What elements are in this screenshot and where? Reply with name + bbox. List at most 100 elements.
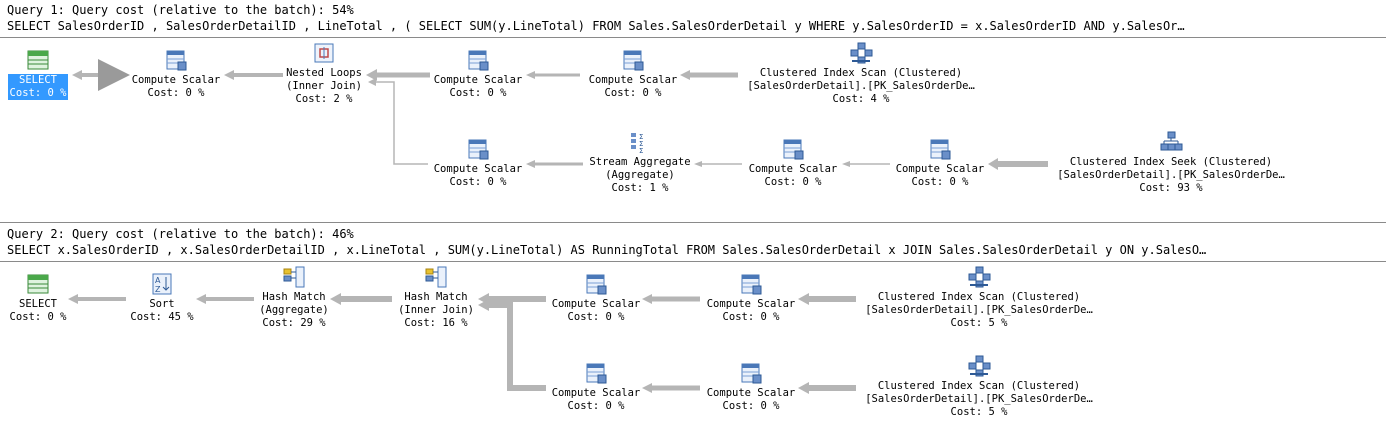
op-title: Sort [149,298,175,310]
op-cost: Cost: 29 % [262,317,326,329]
compute-scalar-icon [468,50,489,71]
op-title: Compute Scalar [588,74,678,86]
compute-scalar-icon [741,274,762,295]
q2-compute-scalar-3[interactable]: Compute Scalar Cost: 0 % [546,361,646,413]
select-icon [27,50,49,70]
op-subtitle: [SalesOrderDetail].[PK_SalesOrderDe… [747,80,975,92]
op-subtitle: (Inner Join) [286,80,362,92]
clustered-index-scan-icon [968,266,991,288]
op-title: SELECT [19,74,57,86]
svg-text:Z: Z [155,285,161,294]
q1-clustered-index-seek[interactable]: Clustered Index Seek (Clustered) [SalesO… [1048,130,1294,195]
compute-scalar-icon [741,363,762,384]
query1-header: Query 1: Query cost (relative to the bat… [7,3,354,17]
op-title: Compute Scalar [433,74,523,86]
q2-hash-match-aggregate[interactable]: Hash Match (Aggregate) Cost: 29 % [254,265,334,330]
compute-scalar-icon [586,363,607,384]
svg-text:Σ: Σ [639,133,643,141]
svg-text:A: A [155,276,161,285]
op-cost: Cost: 16 % [404,317,468,329]
op-title: Compute Scalar [551,387,641,399]
op-cost: Cost: 45 % [130,311,194,323]
q1-nested-loops[interactable]: Nested Loops (Inner Join) Cost: 2 % [276,41,372,106]
op-title: SELECT [19,298,57,310]
op-cost: Cost: 0 % [722,400,780,412]
op-title: Compute Scalar [131,74,221,86]
sort-icon: A Z [152,273,172,295]
op-title: Compute Scalar [551,298,641,310]
op-title: Nested Loops [286,67,362,79]
op-subtitle: (Inner Join) [398,304,474,316]
op-title: Clustered Index Scan (Clustered) [877,380,1081,392]
q1-compute-scalar-4[interactable]: Compute Scalar Cost: 0 % [428,137,528,189]
select-icon [27,274,49,294]
op-cost: Cost: 0 % [449,87,507,99]
op-title: Compute Scalar [706,387,796,399]
clustered-index-scan-icon [968,355,991,377]
op-cost: Cost: 0 % [449,176,507,188]
op-cost: Cost: 4 % [832,93,890,105]
q2-compute-scalar-4[interactable]: Compute Scalar Cost: 0 % [700,361,802,413]
svg-text:Σ: Σ [639,140,643,148]
op-title: Compute Scalar [433,163,523,175]
op-subtitle: [SalesOrderDetail].[PK_SalesOrderDe… [865,393,1093,405]
q1-stream-aggregate[interactable]: Σ Σ Σ Stream Aggregate (Aggregate) Cost:… [583,130,697,195]
q1-compute-scalar-5[interactable]: Compute Scalar Cost: 0 % [742,137,844,189]
op-cost: Cost: 5 % [950,317,1008,329]
op-cost: Cost: 0 % [604,87,662,99]
q2-compute-scalar-2[interactable]: Compute Scalar Cost: 0 % [700,272,802,324]
hash-match-icon [425,266,447,288]
op-cost: Cost: 0 % [567,311,625,323]
clustered-index-scan-icon [850,42,873,64]
clustered-index-seek-icon [1160,131,1183,151]
compute-scalar-icon [166,50,187,71]
op-title: Clustered Index Seek (Clustered) [1069,156,1273,168]
op-cost: Cost: 93 % [1139,182,1203,194]
q2-hash-match-inner-join[interactable]: Hash Match (Inner Join) Cost: 16 % [392,265,480,330]
q1-compute-scalar-2[interactable]: Compute Scalar Cost: 0 % [428,48,528,100]
op-subtitle: [SalesOrderDetail].[PK_SalesOrderDe… [1057,169,1285,181]
query1-separator [0,37,1386,38]
q1-compute-scalar-3[interactable]: Compute Scalar Cost: 0 % [583,48,683,100]
compute-scalar-icon [586,274,607,295]
op-cost: Cost: 5 % [950,406,1008,418]
op-cost: Cost: 0 % [911,176,969,188]
hash-match-icon [283,266,305,288]
op-title: Compute Scalar [706,298,796,310]
op-title: Compute Scalar [895,163,985,175]
q2-select-operator[interactable]: SELECT Cost: 0 % [6,272,70,324]
op-title: Clustered Index Scan (Clustered) [759,67,963,79]
op-cost: Cost: 0 % [9,311,67,323]
nested-loops-icon [314,43,334,63]
stream-aggregate-icon: Σ Σ Σ [631,133,643,154]
op-subtitle: [SalesOrderDetail].[PK_SalesOrderDe… [865,304,1093,316]
q2-clustered-index-scan-2[interactable]: Clustered Index Scan (Clustered) [SalesO… [856,354,1102,419]
op-title: Compute Scalar [748,163,838,175]
query2-top-separator [0,222,1386,223]
op-cost: Cost: 0 % [147,87,205,99]
q1-compute-scalar-1[interactable]: Compute Scalar Cost: 0 % [126,48,226,100]
q1-compute-scalar-6[interactable]: Compute Scalar Cost: 0 % [890,137,990,189]
query2-sql: SELECT x.SalesOrderID , x.SalesOrderDeta… [7,243,1207,257]
op-title: Stream Aggregate [589,156,691,168]
compute-scalar-icon [468,139,489,160]
op-cost: Cost: 0 % [9,87,67,99]
q2-sort[interactable]: A Z Sort Cost: 45 % [126,272,198,324]
op-cost: Cost: 0 % [567,400,625,412]
q1-select-operator[interactable]: SELECT Cost: 0 % [6,48,70,100]
compute-scalar-icon [623,50,644,71]
q1-clustered-index-scan[interactable]: Clustered Index Scan (Clustered) [SalesO… [738,41,984,106]
op-cost: Cost: 0 % [764,176,822,188]
q2-compute-scalar-1[interactable]: Compute Scalar Cost: 0 % [546,272,646,324]
query2-header: Query 2: Query cost (relative to the bat… [7,227,354,241]
query2-separator [0,261,1386,262]
op-title: Hash Match [262,291,326,303]
compute-scalar-icon [783,139,804,160]
op-cost: Cost: 0 % [722,311,780,323]
op-cost: Cost: 1 % [611,182,669,194]
op-subtitle: (Aggregate) [605,169,675,181]
q2-clustered-index-scan-1[interactable]: Clustered Index Scan (Clustered) [SalesO… [856,265,1102,330]
op-title: Clustered Index Scan (Clustered) [877,291,1081,303]
query1-sql: SELECT SalesOrderID , SalesOrderDetailID… [7,19,1185,33]
svg-text:Σ: Σ [639,147,643,154]
